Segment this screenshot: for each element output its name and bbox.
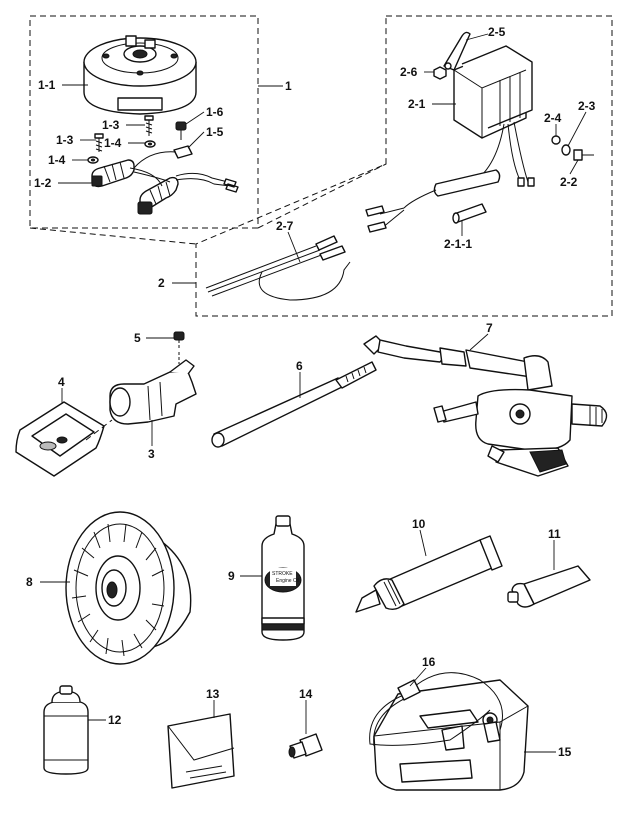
label-2-1-1: 2-1-1 xyxy=(444,237,472,251)
label-7: 7 xyxy=(486,321,493,335)
label-1-4b: 1-4 xyxy=(104,136,122,150)
label-12: 12 xyxy=(108,713,122,727)
leader-2-5 xyxy=(465,33,489,41)
plate-link-dashed xyxy=(85,419,113,441)
screw-2-2 xyxy=(573,149,594,161)
bottle-text-2: Engine Oil xyxy=(276,578,299,584)
ignition-coil-left xyxy=(91,159,135,188)
label-9: 9 xyxy=(228,569,235,583)
adapter-plate xyxy=(15,401,105,477)
fuel-line-hose xyxy=(369,672,503,747)
leader-2-3 xyxy=(567,111,587,147)
water-pump-housing xyxy=(109,359,197,425)
label-8: 8 xyxy=(26,575,33,589)
grease-tube xyxy=(507,565,591,608)
label-1-6: 1-6 xyxy=(206,105,224,119)
rectifier-regulator xyxy=(453,45,533,139)
label-13: 13 xyxy=(206,687,220,701)
leader-10 xyxy=(419,529,427,557)
label-10: 10 xyxy=(412,517,426,531)
label-16: 16 xyxy=(422,655,436,669)
label-15: 15 xyxy=(558,745,572,759)
nut-2-6 xyxy=(433,66,447,80)
label-5: 5 xyxy=(134,331,141,345)
washer-2-3 xyxy=(561,144,571,156)
leader-2-2 xyxy=(569,159,579,175)
group-1-2-link-line xyxy=(29,163,387,245)
coil-wiring xyxy=(129,151,231,187)
label-2-7: 2-7 xyxy=(276,219,294,233)
label-2-5: 2-5 xyxy=(488,25,506,39)
service-tool-shaft xyxy=(211,361,377,448)
bottle-text-1: STROKE xyxy=(272,571,293,577)
label-11: 11 xyxy=(548,527,561,541)
leader-1-6 xyxy=(185,111,205,125)
ignition-coil-right xyxy=(137,176,179,215)
label-4: 4 xyxy=(58,375,65,389)
bracket-2-5 xyxy=(443,31,471,71)
nut-2-4 xyxy=(551,135,561,145)
label-1-3b: 1-3 xyxy=(102,118,120,132)
label-6: 6 xyxy=(296,359,303,373)
label-1-2: 1-2 xyxy=(34,176,52,190)
label-14: 14 xyxy=(299,687,313,701)
fuse-2-1-1 xyxy=(452,203,487,224)
label-2: 2 xyxy=(158,276,165,290)
leader-2-7 xyxy=(287,231,301,263)
leader-7 xyxy=(469,333,489,351)
screw-1-6 xyxy=(175,121,187,140)
label-2-1: 2-1 xyxy=(408,97,426,111)
label-3: 3 xyxy=(148,447,155,461)
flywheel-holder xyxy=(65,511,192,665)
washer-1-4-left-hole xyxy=(90,158,96,162)
flywheel xyxy=(83,35,197,115)
label-1-1: 1-1 xyxy=(38,78,56,92)
coil-connectors xyxy=(223,178,239,193)
spray-can xyxy=(43,685,89,775)
label-2-2: 2-2 xyxy=(560,175,578,189)
label-1-3a: 1-3 xyxy=(56,133,74,147)
washer-1-4-right-hole xyxy=(147,142,153,146)
oil-bottle: STROKE Engine Oil xyxy=(261,515,305,641)
label-1-4a: 1-4 xyxy=(48,153,66,167)
label-1-5: 1-5 xyxy=(206,125,224,139)
group-1-dashed-box xyxy=(29,15,259,229)
wire-harness xyxy=(365,169,501,233)
screw-5 xyxy=(173,331,185,364)
gasket-envelope xyxy=(167,713,235,789)
screw-1-3-right xyxy=(144,115,154,136)
label-1: 1 xyxy=(285,79,292,93)
pump-tool-assembly xyxy=(363,335,608,477)
leader-1-5 xyxy=(187,131,205,149)
fuel-tank xyxy=(373,679,529,791)
rectifier-wire-tips xyxy=(517,177,535,187)
screw-1-3-left xyxy=(94,133,104,152)
label-2-4: 2-4 xyxy=(544,111,562,125)
fitting-connector xyxy=(288,733,323,759)
label-2-3: 2-3 xyxy=(578,99,596,113)
wire-2-7 xyxy=(205,235,351,301)
leader-16 xyxy=(409,667,427,687)
bracket-2-5-hole xyxy=(444,62,452,70)
sealant-tube xyxy=(355,535,503,613)
clamp-1-5 xyxy=(173,145,193,159)
label-2-6: 2-6 xyxy=(400,65,418,79)
